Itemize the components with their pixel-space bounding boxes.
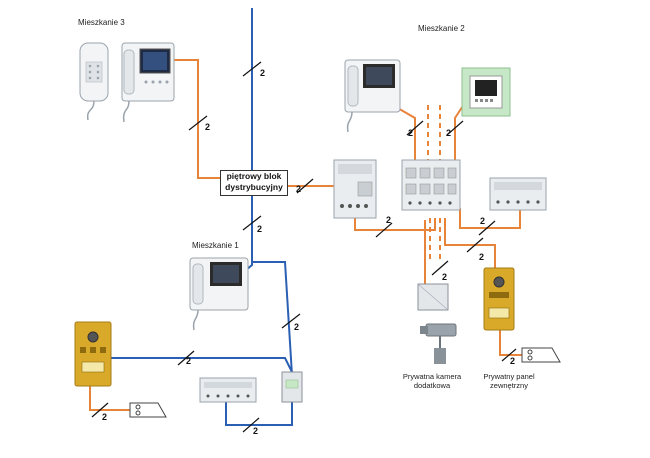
apartment-3-label: Mieszkanie 3: [78, 18, 125, 27]
outdoor-panel-private: [483, 267, 515, 331]
touch-monitor-apt2: [461, 67, 511, 117]
distribution-block-label: piętrowy blok dystrybucyjny: [220, 170, 288, 196]
riser-wiring: [110, 8, 293, 426]
video-monitor-apt2: [344, 59, 401, 133]
power-supply-module: [333, 159, 377, 219]
camera-junction-box: [417, 283, 449, 311]
wire-count: 2: [186, 356, 191, 366]
controller-module: [489, 177, 547, 211]
apartment-1-label: Mieszkanie 1: [192, 241, 239, 250]
wire-count: 2: [102, 412, 107, 422]
wire-count: 2: [257, 224, 262, 234]
private-panel-label: Prywatny panel zewnętrzny: [483, 372, 535, 390]
apt1-power-module: [281, 371, 303, 403]
apartment-2-label: Mieszkanie 2: [418, 24, 465, 33]
wire-count: 2: [253, 426, 258, 436]
wire-count-labels: 2 2 2 2 2 2 2 2 2 2 2 2 2 2 2: [102, 68, 515, 436]
wire-count: 2: [260, 68, 265, 78]
apt1-controller-module: [199, 377, 257, 403]
floor-distributor-module: [401, 159, 461, 211]
wire-count: 2: [442, 272, 447, 282]
wire-count: 2: [296, 184, 301, 194]
wire-count: 2: [205, 122, 210, 132]
wire-ticks: [91, 61, 517, 433]
wire-count: 2: [446, 128, 451, 138]
video-monitor-apt3: [121, 42, 175, 123]
wire-count: 2: [510, 356, 515, 366]
camera-icon: [420, 323, 457, 364]
wire-count: 2: [386, 215, 391, 225]
video-monitor-apt1: [189, 257, 249, 331]
door-lock-icon: [521, 347, 561, 363]
intercom-handset-apt3: [79, 42, 109, 121]
wire-count: 2: [479, 252, 484, 262]
outdoor-panel-apt1: [74, 321, 112, 387]
wire-count: 2: [408, 128, 413, 138]
wire-count: 2: [480, 216, 485, 226]
dashed-wiring: [427, 105, 441, 262]
wire-count: 2: [294, 322, 299, 332]
door-lock-icon: [129, 402, 167, 418]
private-camera-label: Prywatna kamera dodatkowa: [402, 372, 462, 390]
